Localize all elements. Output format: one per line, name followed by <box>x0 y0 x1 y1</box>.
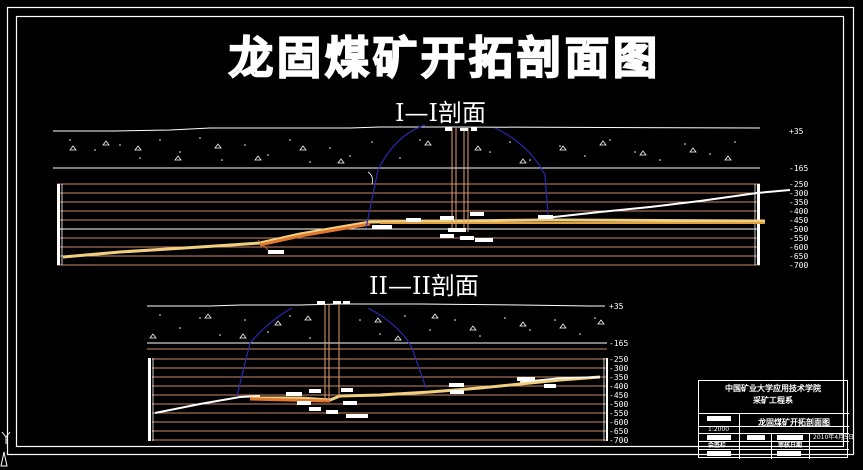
elevation-tick: -650 <box>609 427 629 436</box>
elevation-tick: -700 <box>789 261 809 270</box>
review-label: 审核日期 <box>778 442 803 449</box>
elevation-tick: -650 <box>789 252 809 261</box>
elevation-tick: -400 <box>789 207 809 216</box>
section-ii-drawing <box>147 301 608 441</box>
department-name: 采矿工程系 <box>753 396 793 405</box>
outer-frame <box>6 6 855 456</box>
school-name: 中国矿业大学应用技术学院 <box>725 384 821 393</box>
elevation-tick: -600 <box>789 243 809 252</box>
elevation-tick: -600 <box>609 418 629 427</box>
elevation-tick: -550 <box>789 234 809 243</box>
elevation-tick: -350 <box>609 373 629 382</box>
section-i-title: I—I剖面 <box>395 99 486 127</box>
section-i-drawing <box>53 124 791 266</box>
section-ii-title: II—II剖面 <box>369 272 479 300</box>
elevation-tick: -550 <box>609 409 629 418</box>
elevation-tick: -500 <box>789 225 809 234</box>
elevation-tick: -250 <box>609 355 629 364</box>
elevation-tick: -165 <box>789 164 809 173</box>
inner-frame <box>15 15 845 448</box>
elevation-tick: -450 <box>609 391 629 400</box>
elevation-tick: -400 <box>609 382 629 391</box>
date-value: 2010年4月5日 <box>813 434 854 441</box>
elevation-tick: -500 <box>609 400 629 409</box>
title-block: 中国矿业大学应用技术学院 采矿工程系 1:2000 龙固煤矿开拓剖面图 2010… <box>698 380 854 459</box>
countersign-label: 会签栏 <box>708 442 727 449</box>
elevation-tick: -350 <box>789 198 809 207</box>
drawing-name: 龙固煤矿开拓剖面图 <box>758 418 830 427</box>
elevation-tick: -450 <box>789 216 809 225</box>
ucs-icon <box>0 431 11 467</box>
elevation-tick: +35 <box>609 302 624 311</box>
drawing-title: 龙固煤矿开拓剖面图 <box>228 32 661 85</box>
elevation-tick: -300 <box>789 189 809 198</box>
elevation-tick: -700 <box>609 436 629 445</box>
elevation-tick: -300 <box>609 364 629 373</box>
elevation-tick: +35 <box>789 127 804 136</box>
elevation-tick: -250 <box>789 180 809 189</box>
elevation-tick: -165 <box>609 339 629 348</box>
scale-value: 1:2000 <box>708 426 730 433</box>
